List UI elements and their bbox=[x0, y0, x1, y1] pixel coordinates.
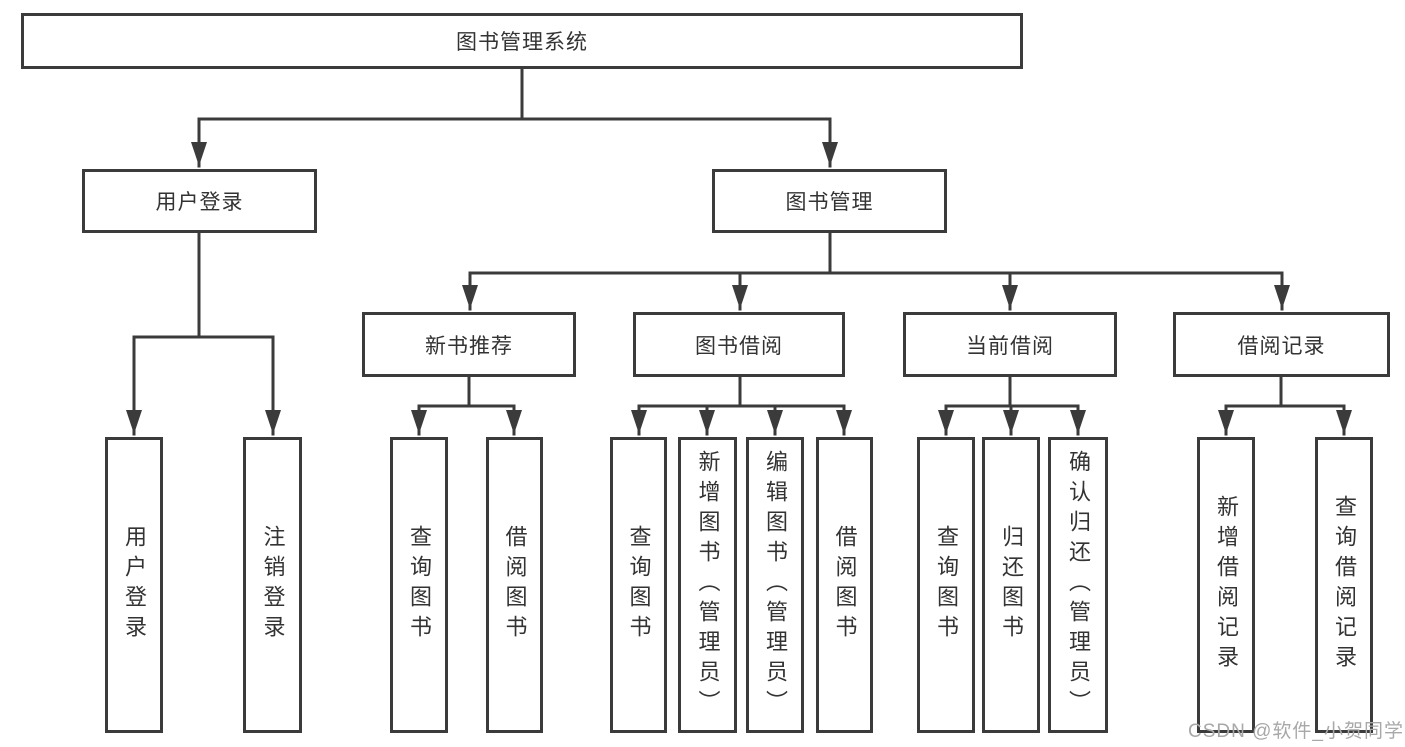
node-label: 查询图书 bbox=[626, 525, 652, 645]
leaf-query-books-current: 查询图书 bbox=[917, 437, 975, 733]
leaf-logout: 注销登录 bbox=[243, 437, 302, 733]
node-new-book-recommendation: 新书推荐 bbox=[362, 312, 576, 377]
node-label: 当前借阅 bbox=[966, 334, 1054, 358]
leaf-borrow-books-recommend: 借阅图书 bbox=[486, 437, 543, 733]
node-label: 新增借阅记录 bbox=[1214, 495, 1239, 675]
leaf-borrow-books-borrowing: 借阅图书 bbox=[816, 437, 873, 733]
leaf-confirm-return-admin: 确认归还（管理员） bbox=[1048, 437, 1108, 733]
node-label: 查询图书 bbox=[934, 525, 959, 645]
node-label: 新增图书（管理员） bbox=[695, 450, 721, 720]
node-book-borrowing: 图书借阅 bbox=[633, 312, 845, 377]
leaf-query-books-recommend: 查询图书 bbox=[390, 437, 448, 733]
leaf-user-login: 用户登录 bbox=[105, 437, 163, 733]
node-label: 编辑图书（管理员） bbox=[763, 450, 788, 720]
node-label: 图书借阅 bbox=[695, 334, 783, 358]
leaf-return-books: 归还图书 bbox=[982, 437, 1040, 733]
leaf-add-borrow-record: 新增借阅记录 bbox=[1197, 437, 1255, 733]
node-label: 借阅记录 bbox=[1237, 334, 1326, 358]
node-label: 用户登录 bbox=[155, 191, 244, 214]
node-label: 图书管理系统 bbox=[456, 31, 588, 54]
node-user-login: 用户登录 bbox=[82, 169, 317, 233]
node-label: 归还图书 bbox=[999, 525, 1024, 645]
leaf-edit-books-admin: 编辑图书（管理员） bbox=[746, 437, 804, 733]
node-label: 注销登录 bbox=[260, 525, 286, 645]
node-library-management-system: 图书管理系统 bbox=[21, 13, 1023, 69]
node-label: 新书推荐 bbox=[425, 334, 513, 358]
leaf-query-books-borrowing: 查询图书 bbox=[610, 437, 667, 733]
csdn-watermark: CSDN @软件_小贺同学 bbox=[1188, 721, 1404, 742]
node-label: 借阅图书 bbox=[502, 525, 528, 645]
node-label: 确认归还（管理员） bbox=[1066, 450, 1091, 720]
node-label: 借阅图书 bbox=[832, 525, 858, 645]
leaf-add-books-admin: 新增图书（管理员） bbox=[678, 437, 737, 733]
node-label: 查询借阅记录 bbox=[1332, 495, 1357, 675]
node-label: 图书管理 bbox=[785, 191, 874, 214]
leaf-query-borrow-record: 查询借阅记录 bbox=[1315, 437, 1373, 733]
node-book-management: 图书管理 bbox=[712, 169, 947, 233]
node-label: 查询图书 bbox=[407, 525, 432, 645]
node-current-borrowing: 当前借阅 bbox=[903, 312, 1117, 377]
node-borrowing-records: 借阅记录 bbox=[1173, 312, 1390, 377]
node-label: 用户登录 bbox=[122, 525, 147, 645]
